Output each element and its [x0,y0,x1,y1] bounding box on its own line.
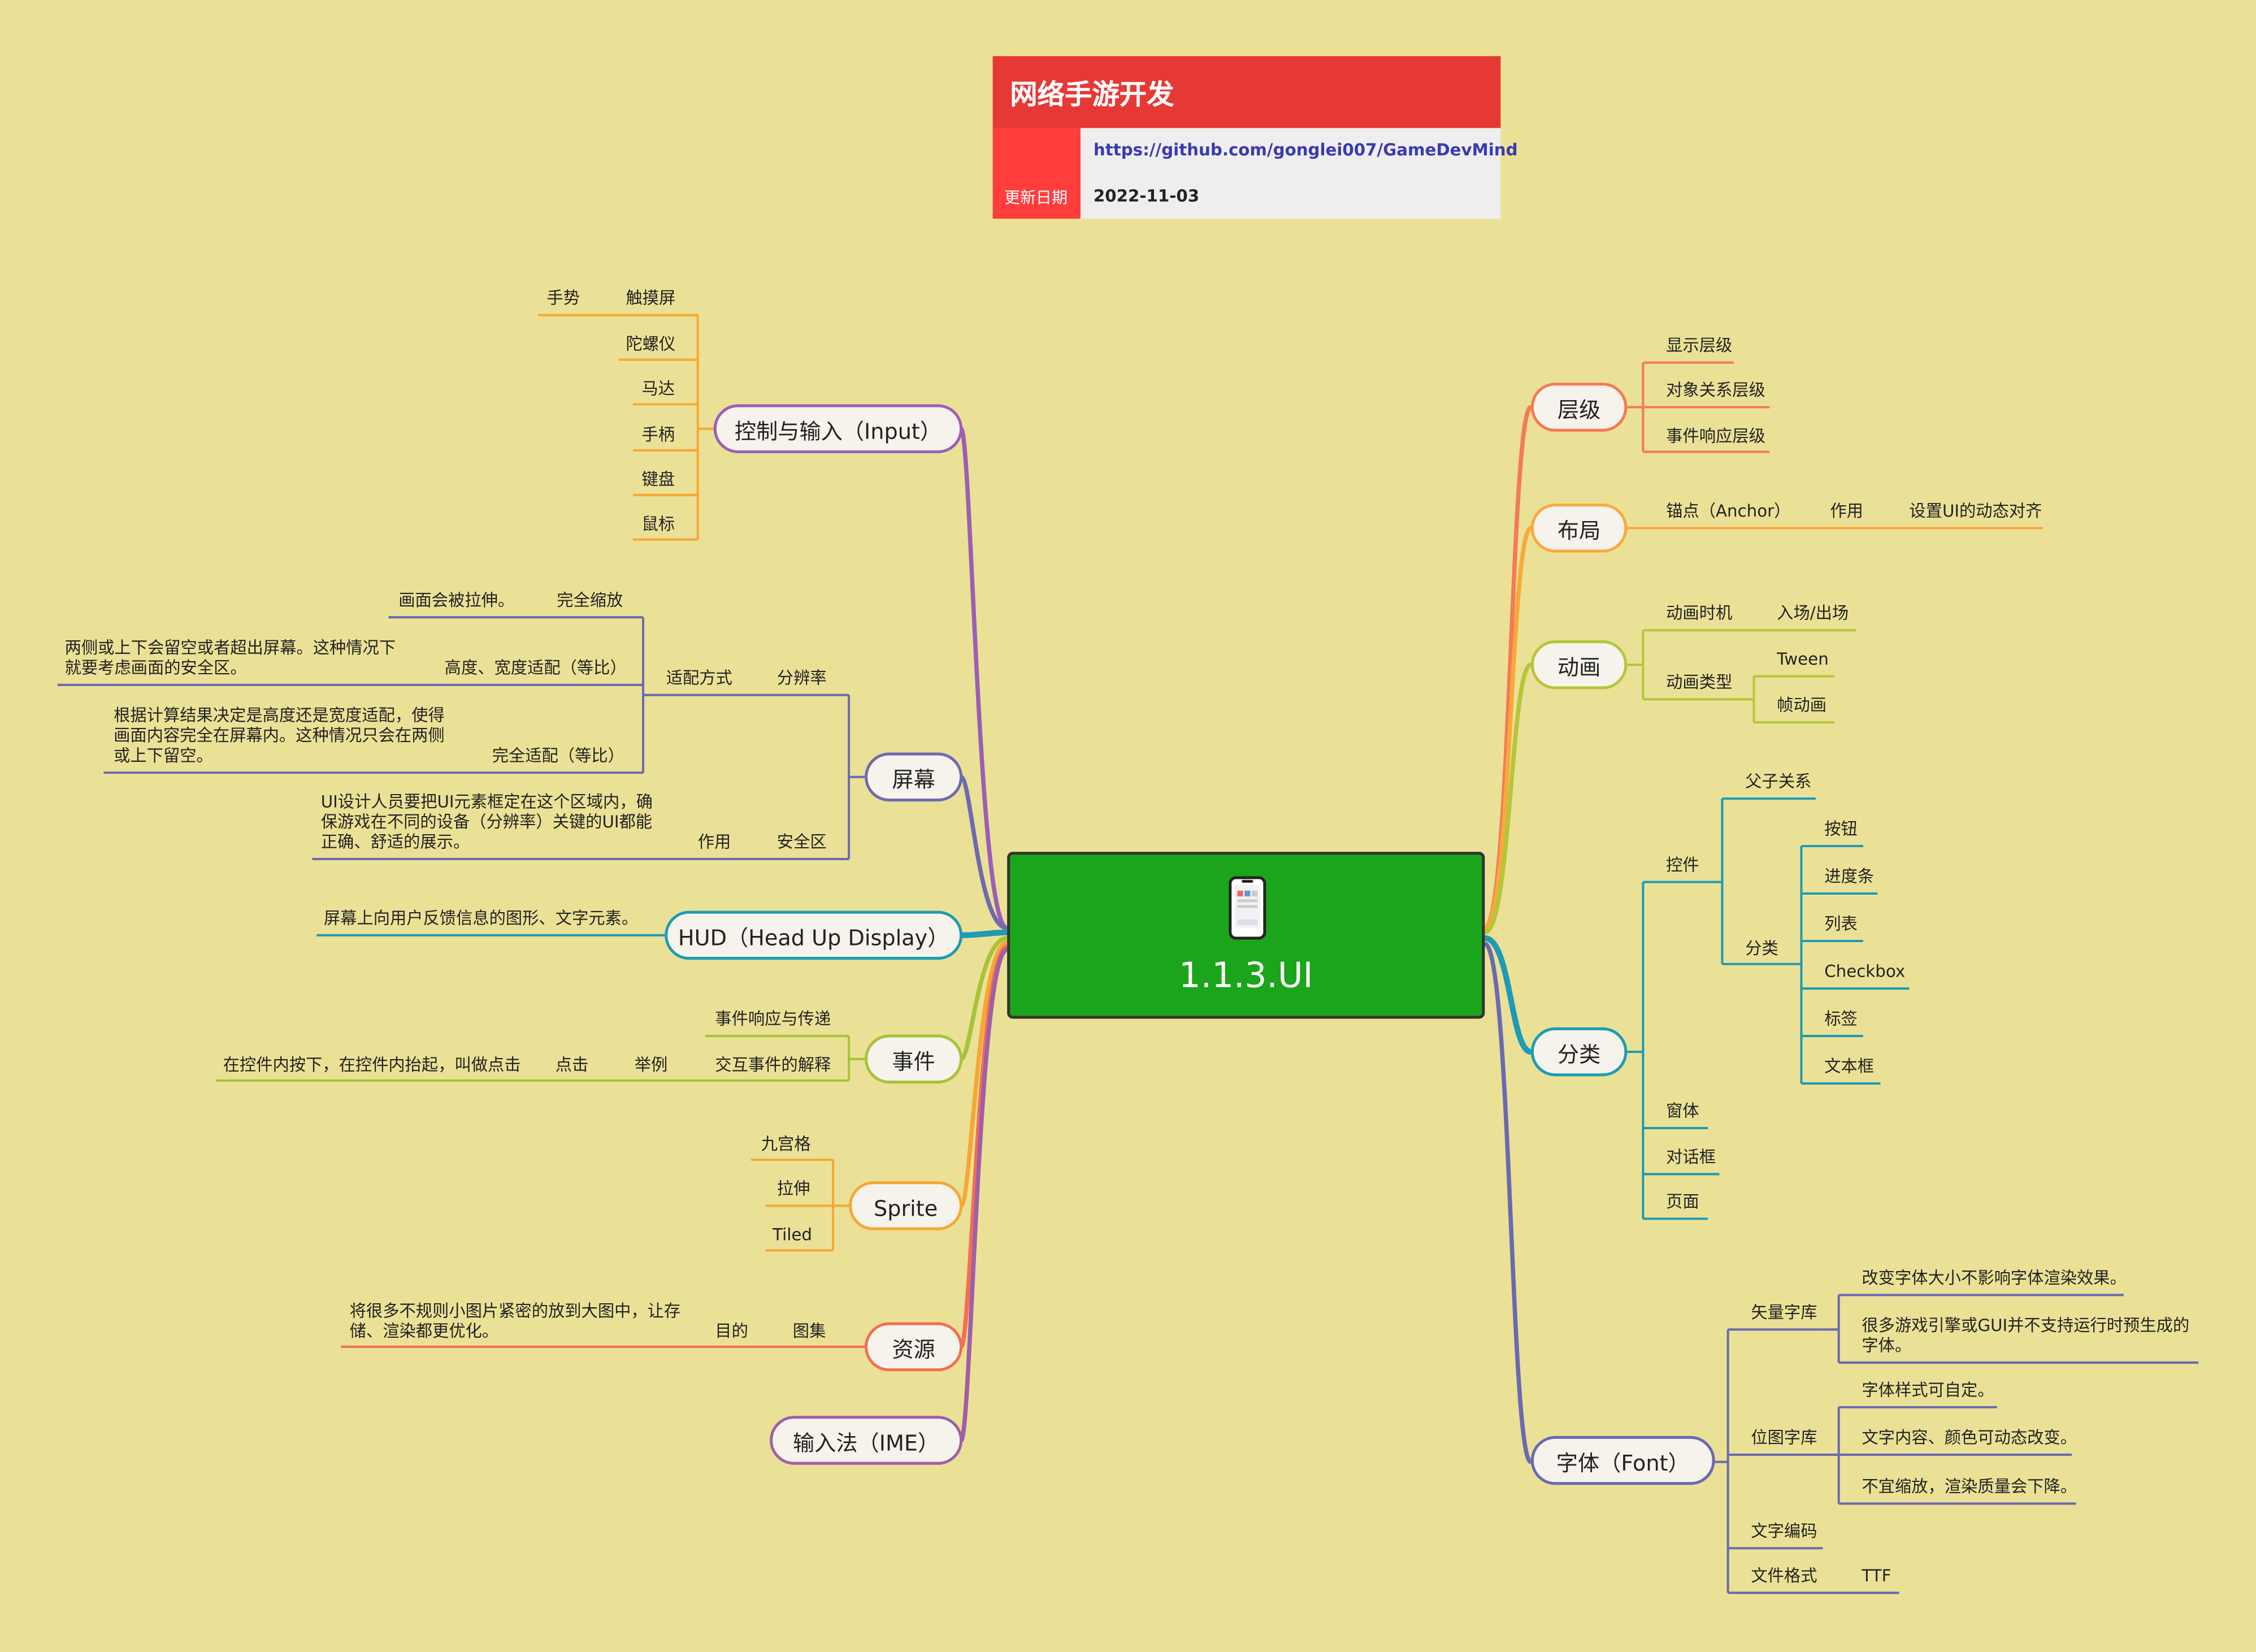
central-node[interactable]: 1.1.3.UI [1007,852,1485,1019]
layer-object: 对象关系层级 [1666,380,1765,400]
node-layer[interactable]: 层级 [1530,383,1628,432]
layout-use: 作用 [1830,500,1863,521]
font-vector-note-1: 改变字体大小不影响字体渲染效果。 [1862,1267,2127,1288]
header-side-block [992,128,1081,219]
sprite-tiled: Tiled [773,1224,813,1245]
layout-note: 设置UI的动态对齐 [1909,500,2042,521]
screen-full-scale: 完全缩放 [557,589,623,610]
sprite-nine: 九宫格 [761,1134,811,1154]
event-propagate: 事件响应与传递 [715,1008,831,1029]
classify-item-textbox: 文本框 [1824,1056,1875,1077]
screen-safe-area-use: 作用 [697,831,731,852]
font-encoding: 文字编码 [1751,1521,1817,1541]
screen-hw-fit: 高度、宽度适配（等比） [444,657,627,678]
font-vector-note-2: 很多游戏引擎或GUI并不支持运行时预生成的字体。 [1862,1315,2190,1356]
anim-tween: Tween [1777,649,1829,669]
node-event[interactable]: 事件 [865,1034,963,1084]
classify-category: 分类 [1745,938,1778,959]
font-bitmap-note-2: 文字内容、颜色可动态改变。 [1862,1427,2077,1448]
input-gyro: 陀螺仪 [626,333,676,354]
event-click-note: 在控件内按下，在控件内抬起，叫做点击 [223,1055,521,1075]
node-font[interactable]: 字体（Font） [1530,1436,1715,1485]
resource-note: 将很多不规则小图片紧密的放到大图中，让存储、渲染都更优化。 [349,1300,681,1341]
classify-item-label: 标签 [1824,1008,1858,1029]
screen-hw-fit-note: 两侧或上下会留空或者超出屏幕。这种情况下就要考虑画面的安全区。 [64,637,396,678]
header-body [1080,128,1501,219]
input-gesture: 手势 [546,288,580,308]
input-gamepad: 手柄 [641,424,675,445]
input-keyboard: 键盘 [641,469,675,489]
sprite-stretch: 拉伸 [776,1178,810,1199]
screen-safe-area: 安全区 [776,831,827,852]
anim-frame: 帧动画 [1777,695,1827,716]
font-format: 文件格式 [1751,1565,1817,1586]
event-click: 点击 [555,1055,589,1075]
header-card: 网络手游开发 https://github.com/gonglei007/Gam… [992,56,1518,219]
font-vector: 矢量字库 [1751,1302,1817,1323]
header-title-bar [992,56,1501,128]
screen-adapt: 适配方式 [666,667,732,688]
header-date: 2022-11-03 [1093,185,1200,206]
header-title: 网络手游开发 [1010,79,1174,111]
node-screen[interactable]: 屏幕 [865,752,963,802]
screen-full-fit-note: 根据计算结果决定是高度还是宽度适配，使得画面内容完全在屏幕内。这种情况只会在两侧… [114,705,445,766]
screen-resolution: 分辨率 [776,667,827,688]
font-ttf: TTF [1862,1565,1891,1586]
node-sprite[interactable]: Sprite [849,1181,963,1230]
font-bitmap-note-1: 字体样式可自定。 [1862,1380,1994,1400]
node-input[interactable]: 控制与输入（Input） [713,404,963,453]
smartphone-icon [1229,876,1266,940]
resource-atlas: 图集 [792,1321,826,1341]
classify-parent-child: 父子关系 [1745,771,1812,792]
screen-full-fit: 完全适配（等比） [492,745,624,766]
node-resource[interactable]: 资源 [865,1322,963,1372]
node-layout[interactable]: 布局 [1530,504,1628,553]
classify-control: 控件 [1666,855,1699,875]
hud-note: 屏幕上向用户反馈信息的图形、文字元素。 [323,908,639,929]
classify-dialog: 对话框 [1666,1147,1716,1167]
classify-item-checkbox: Checkbox [1824,961,1906,982]
anim-in-out: 入场/出场 [1777,602,1849,623]
header-date-label: 更新日期 [1004,188,1068,207]
classify-page: 页面 [1666,1191,1699,1212]
node-anim[interactable]: 动画 [1530,640,1628,690]
header-url-link[interactable]: https://github.com/gonglei007/GameDevMin… [1093,139,1518,160]
event-example: 举例 [634,1055,668,1075]
input-touch: 触摸屏 [626,288,676,308]
layer-display: 显示层级 [1666,335,1733,355]
layout-anchor: 锚点（Anchor） [1666,500,1791,521]
event-explain: 交互事件的解释 [715,1055,831,1075]
input-mouse: 鼠标 [641,513,675,534]
font-bitmap: 位图字库 [1751,1427,1817,1448]
classify-window: 窗体 [1666,1100,1699,1121]
classify-item-progress: 进度条 [1824,866,1875,887]
node-ime[interactable]: 输入法（IME） [770,1416,963,1465]
classify-item-button: 按钮 [1824,818,1858,839]
anim-timing: 动画时机 [1666,602,1733,623]
anim-type: 动画类型 [1666,671,1733,692]
font-bitmap-note-3: 不宜缩放，渲染质量会下降。 [1862,1476,2077,1497]
layer-event: 事件响应层级 [1666,426,1765,446]
node-classify[interactable]: 分类 [1530,1027,1628,1077]
central-title: 1.1.3.UI [1178,955,1313,996]
classify-item-list: 列表 [1824,913,1858,934]
input-motor: 马达 [641,378,675,399]
resource-purpose: 目的 [715,1321,748,1341]
node-hud[interactable]: HUD（Head Up Display） [665,910,963,960]
screen-full-scale-note: 画面会被拉伸。 [398,589,515,610]
screen-safe-area-note: UI设计人员要把UI元素框定在这个区域内，确保游戏在不同的设备（分辨率）关键的U… [320,791,653,852]
